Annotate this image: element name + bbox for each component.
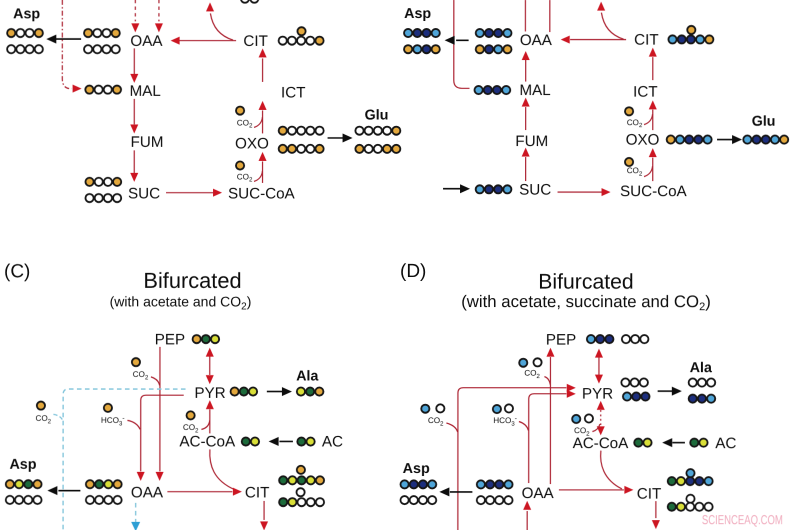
svg-text:AC: AC (322, 433, 343, 450)
svg-text:PYR: PYR (194, 385, 225, 402)
svg-text:HCO3-: HCO3- (101, 416, 125, 428)
svg-text:ICT: ICT (281, 84, 305, 101)
svg-text:CO2: CO2 (237, 172, 253, 183)
svg-text:SUC-CoA: SUC-CoA (228, 185, 296, 202)
svg-text:CIT: CIT (634, 31, 658, 48)
svg-text:PEP: PEP (546, 331, 576, 348)
svg-text:CO2: CO2 (627, 118, 643, 129)
svg-text:(C): (C) (4, 261, 30, 282)
svg-text:AC-CoA: AC-CoA (573, 435, 630, 452)
svg-text:CO2: CO2 (574, 426, 590, 437)
svg-text:(D): (D) (400, 261, 426, 282)
svg-text:FUM: FUM (515, 133, 548, 150)
svg-text:AC: AC (715, 435, 736, 452)
svg-text:OAA: OAA (131, 484, 164, 501)
svg-text:MAL: MAL (519, 82, 550, 99)
svg-text:SUC: SUC (128, 185, 160, 202)
svg-text:Asp: Asp (403, 461, 430, 477)
svg-text:CO2: CO2 (36, 414, 52, 425)
svg-text:(with acetate, succinate and C: (with acetate, succinate and CO2) (461, 292, 711, 313)
svg-text:CIT: CIT (245, 484, 269, 501)
svg-text:OAA: OAA (130, 33, 163, 50)
svg-text:CO2: CO2 (237, 118, 253, 129)
svg-text:CO2: CO2 (627, 166, 643, 177)
svg-text:CO2: CO2 (133, 370, 149, 381)
svg-text:Ala: Ala (690, 360, 713, 376)
svg-text:Bifurcated: Bifurcated (538, 271, 633, 294)
svg-text:OAA: OAA (520, 32, 553, 49)
svg-text:Glu: Glu (752, 113, 776, 129)
svg-text:Ala: Ala (296, 368, 319, 384)
svg-text:ICT: ICT (633, 84, 657, 101)
svg-text:SUC-CoA: SUC-CoA (620, 183, 688, 200)
svg-text:FUM: FUM (131, 134, 164, 151)
svg-text:Bifurcated: Bifurcated (143, 268, 241, 293)
svg-text:OXO: OXO (626, 132, 660, 149)
svg-text:CO2: CO2 (428, 416, 444, 427)
svg-text:Asp: Asp (404, 6, 431, 22)
svg-text:CO2: CO2 (183, 423, 199, 434)
svg-text:CIT: CIT (637, 485, 661, 502)
svg-text:MAL: MAL (130, 83, 161, 100)
svg-text:SCIENCEAQ.COM: SCIENCEAQ.COM (702, 512, 783, 527)
svg-text:OXO: OXO (235, 136, 269, 153)
svg-text:Glu: Glu (365, 107, 389, 123)
svg-text:OAA: OAA (522, 485, 555, 502)
svg-text:Asp: Asp (9, 457, 36, 473)
svg-text:(with acetate and CO2): (with acetate and CO2) (110, 293, 252, 312)
svg-text:SUC: SUC (519, 182, 551, 199)
svg-text:Asp: Asp (13, 6, 40, 22)
svg-text:PYR: PYR (582, 385, 613, 402)
svg-text:CIT: CIT (243, 33, 267, 50)
svg-text:PEP: PEP (155, 331, 185, 348)
svg-text:AC-CoA: AC-CoA (179, 433, 236, 450)
svg-text:CO2: CO2 (524, 369, 540, 380)
svg-text:HCO3-: HCO3- (493, 416, 517, 428)
